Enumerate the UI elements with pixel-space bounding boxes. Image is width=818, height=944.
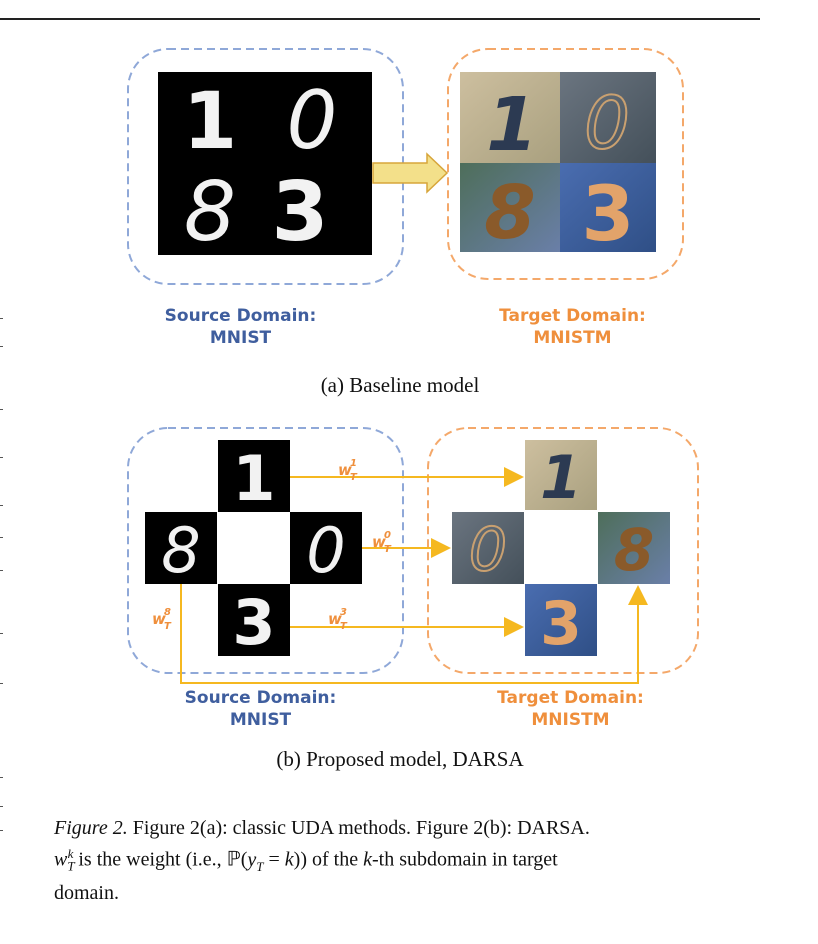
svg-text:3: 3 [582, 169, 635, 258]
panel-b-figure: 1 8 0 3 1 0 8 3 wT1 wT0 wT3 wT8 [127, 427, 699, 684]
svg-text:0: 0 [584, 81, 630, 165]
svg-text:w: w [152, 610, 166, 628]
panel-b-target-label: Target Domain:MNISTM [497, 688, 644, 730]
svg-text:T: T [350, 472, 358, 483]
arrow-w8 [180, 584, 648, 684]
panel-a-source-label: Source Domain:MNIST [164, 306, 317, 348]
weight-w8: 8 [164, 607, 171, 618]
panel-a-arrow [372, 152, 449, 194]
svg-text:3: 3 [232, 586, 275, 659]
panel-a-source-image [158, 72, 372, 255]
top-rule [0, 18, 760, 20]
panel-b-target-frame [427, 427, 699, 674]
svg-text:T: T [384, 544, 392, 555]
svg-text:8: 8 [614, 516, 654, 584]
svg-text:w: w [372, 533, 386, 551]
panel-a-source-frame [127, 48, 404, 285]
panel-a-source-digit: 3 [271, 165, 328, 260]
svg-text:w: w [328, 610, 342, 628]
svg-text:8: 8 [161, 514, 200, 587]
weight-w3: 3 [340, 607, 347, 618]
panel-a-source-digit: 0 [287, 74, 338, 167]
panel-b-caption: (b) Proposed model, DARSA [276, 747, 524, 771]
panel-a-figure: 1 0 8 3 1 0 8 3 [127, 48, 684, 285]
svg-text:w: w [338, 461, 352, 479]
panel-b-source-label: Source Domain:MNIST [184, 688, 337, 730]
panel-a-target-image [460, 72, 560, 163]
svg-text:1: 1 [486, 82, 538, 168]
weight-w0: 0 [384, 530, 391, 541]
svg-text:3: 3 [540, 589, 582, 659]
weight-labels: wT1 wT0 wT3 wT8 [152, 458, 392, 632]
svg-text:1: 1 [540, 443, 582, 513]
figure-label: Figure 2. [54, 817, 128, 839]
panel-a-target-frame [447, 48, 684, 280]
svg-text:1: 1 [232, 442, 275, 515]
svg-text:T: T [340, 621, 348, 632]
panel-a-target-label: Target Domain:MNISTM [499, 306, 646, 348]
svg-text:T: T [164, 621, 172, 632]
svg-text:8: 8 [484, 170, 536, 256]
weight-w1: 1 [350, 458, 357, 469]
svg-text:0: 0 [469, 515, 507, 585]
panel-a-source-digit: 8 [184, 165, 236, 260]
svg-text:0: 0 [306, 514, 345, 587]
figure-caption: Figure 2. Figure 2(a): classic UDA metho… [54, 817, 590, 904]
panel-b-source-frame [127, 427, 404, 674]
panel-a-source-digit: 1 [183, 77, 237, 167]
panel-a-caption: (a) Baseline model [320, 373, 480, 397]
